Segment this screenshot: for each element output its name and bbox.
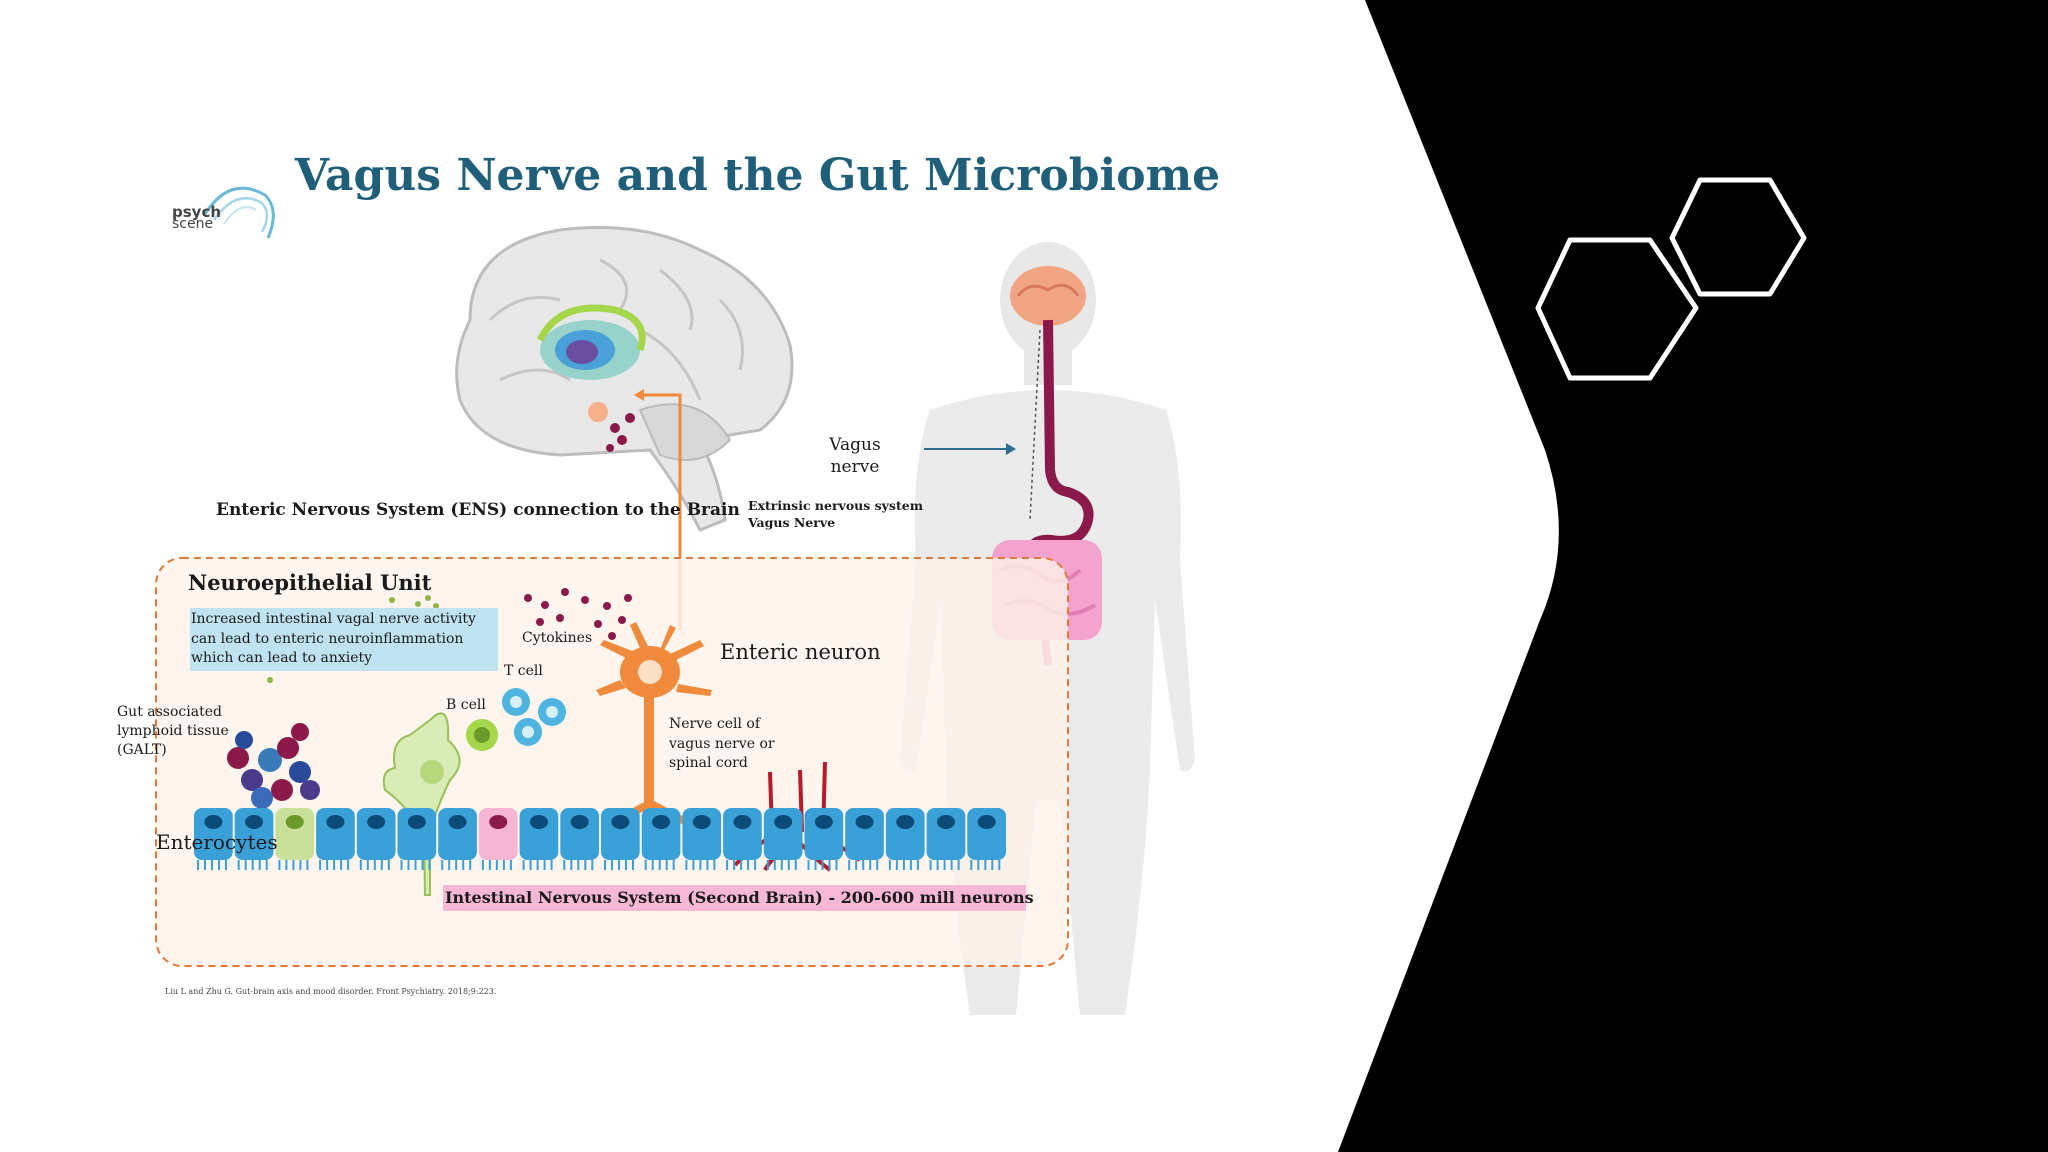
black-chevron-panel xyxy=(1338,0,2048,1152)
enterocyte-cell xyxy=(967,808,1006,860)
cytokine-dots xyxy=(524,588,632,640)
nerve-cell-label: Nerve cell of vagus nerve or spinal cord xyxy=(669,716,775,771)
galt-cell-cluster-icon xyxy=(227,723,320,809)
enterocyte-cell xyxy=(601,808,640,860)
enterocyte-nucleus xyxy=(611,815,630,829)
logo-word: psych xyxy=(172,203,222,221)
enterocyte-cell xyxy=(641,808,681,860)
hexagon-a xyxy=(1535,237,1699,381)
enterocyte-nucleus xyxy=(204,815,223,829)
intestinal-nervous-label: Intestinal Nervous System (Second Brain)… xyxy=(445,888,1034,907)
enterocyte-cell xyxy=(682,808,722,860)
enterocyte-nucleus xyxy=(448,815,467,829)
vagus-nerve-label: Vagus nerve xyxy=(829,435,881,477)
ens-connection-label: Enteric Nervous System (ENS) connection … xyxy=(216,500,740,520)
enterocyte-nucleus xyxy=(936,815,955,829)
enterocyte-nucleus xyxy=(570,815,589,829)
t-cell-icon xyxy=(502,688,566,746)
b-cell-label: B cell xyxy=(446,697,486,713)
citation-text: Liu L and Zhu G. Gut-brain axis and mood… xyxy=(165,987,497,996)
hexagon-b xyxy=(1669,177,1807,297)
anxiety-highlight-box xyxy=(190,608,498,671)
extrinsic-line-2: Vagus Nerve xyxy=(748,515,836,530)
galt-label: Gut associated lymphoid tissue (GALT) xyxy=(117,704,229,758)
enterocyte-nucleus xyxy=(285,815,304,829)
diagram-title: Vagus Nerve and the Gut Microbiome xyxy=(294,150,1221,201)
enterocyte-nucleus xyxy=(855,815,874,829)
enterocyte-nucleus xyxy=(977,815,996,829)
extrinsic-line-1: Extrinsic nervous system xyxy=(748,498,923,513)
enterocyte-cell xyxy=(316,808,355,860)
cytokines-label: Cytokines xyxy=(522,630,593,646)
enterocyte-nucleus xyxy=(529,815,548,829)
enterocyte-cell xyxy=(194,808,233,860)
dendritic-cell-icon xyxy=(382,712,461,896)
psychscene-logo-icon xyxy=(203,186,275,239)
body-brain-icon xyxy=(1010,266,1086,326)
enterocyte-cell xyxy=(397,808,437,860)
enterocyte-nucleus xyxy=(407,815,426,829)
enterocyte-nucleus xyxy=(774,815,793,829)
enterocyte-row xyxy=(194,808,1006,870)
enterocyte-cell xyxy=(804,808,844,860)
enterocyte-nucleus xyxy=(652,815,671,829)
brain-illustration xyxy=(455,226,794,532)
enterocyte-nucleus xyxy=(814,815,833,829)
enterocyte-cell xyxy=(885,808,925,860)
intestinal-highlight-box xyxy=(443,885,1026,911)
neuroepithelial-title: Neuroepithelial Unit xyxy=(188,570,432,595)
b-cell-icon xyxy=(466,719,498,751)
enterocyte-cell xyxy=(519,808,559,860)
enterocyte-cell xyxy=(926,808,966,860)
enterocyte-cell xyxy=(560,808,599,860)
enterocyte-nucleus xyxy=(733,815,752,829)
enterocyte-cell xyxy=(478,808,518,860)
t-cell-label: T cell xyxy=(504,663,543,679)
logo-text: psych scene xyxy=(172,203,222,232)
logo-subword: scene xyxy=(172,216,214,232)
enterocyte-nucleus xyxy=(245,815,264,829)
enterocyte-cell xyxy=(275,808,315,860)
enterocyte-cell xyxy=(356,808,396,860)
enterocyte-cell xyxy=(763,808,803,860)
extrinsic-nervous-label: Extrinsic nervous system Vagus Nerve xyxy=(748,497,923,531)
arrow-right-icon xyxy=(1006,443,1016,455)
enterocyte-cell xyxy=(438,808,477,860)
enterocyte-cell xyxy=(723,808,762,860)
enterocyte-nucleus xyxy=(489,815,508,829)
enterocyte-nucleus xyxy=(326,815,345,829)
enterocyte-cell xyxy=(845,808,884,860)
anxiety-highlight-text: Increased intestinal vagal nerve activit… xyxy=(191,611,476,666)
enterocyte-cell xyxy=(234,808,274,860)
enterocytes-label: Enterocytes xyxy=(156,830,278,854)
brain-ens-connector xyxy=(640,393,682,630)
enterocyte-nucleus xyxy=(896,815,915,829)
enteric-neuron-label: Enteric neuron xyxy=(720,640,881,664)
enterocyte-nucleus xyxy=(367,815,386,829)
enterocyte-nucleus xyxy=(692,815,711,829)
